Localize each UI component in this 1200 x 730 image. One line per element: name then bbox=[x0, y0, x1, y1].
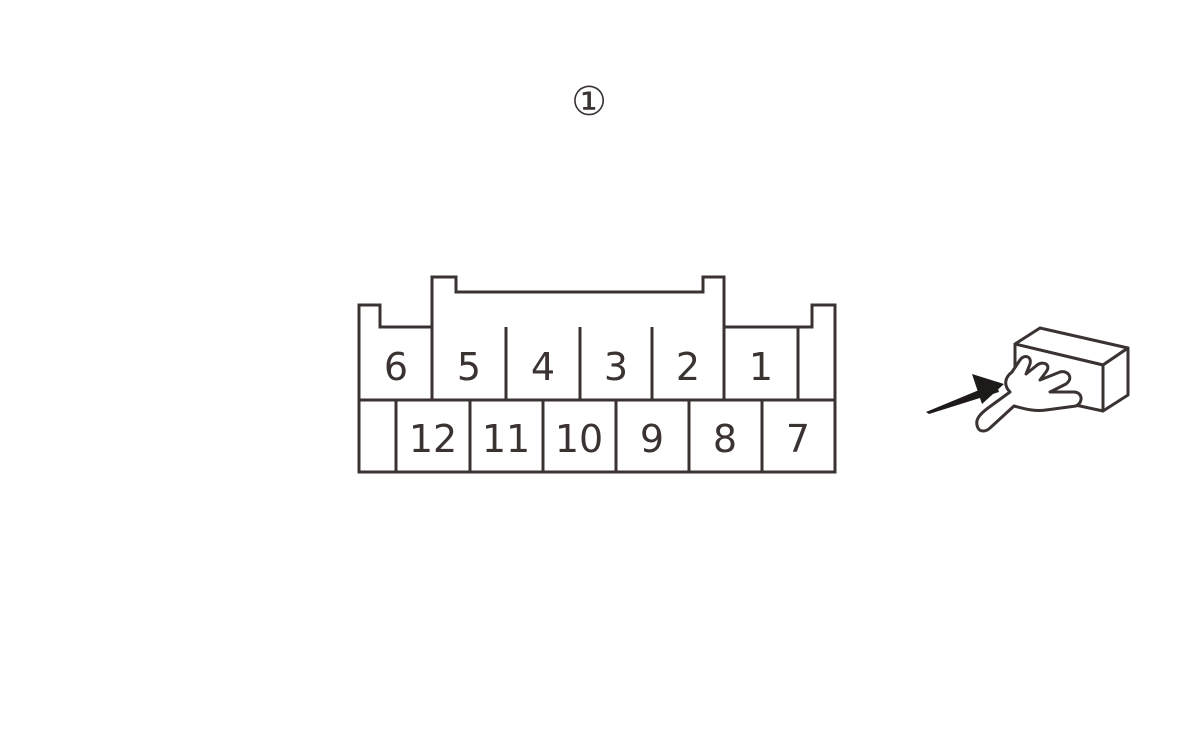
callout-number: ① bbox=[571, 79, 607, 125]
pin-label: 11 bbox=[482, 417, 530, 461]
pin-label: 4 bbox=[531, 345, 555, 389]
pin-label: 1 bbox=[749, 345, 773, 389]
connector-housing bbox=[357, 275, 837, 474]
hand-connector-icon bbox=[975, 326, 1130, 433]
pin-label: 8 bbox=[713, 417, 737, 461]
pin-labels: 6 5 4 3 2 1 12 11 10 9 8 7 bbox=[384, 345, 810, 461]
pin-label: 7 bbox=[786, 417, 810, 461]
pin-label: 9 bbox=[640, 417, 664, 461]
pin-label: 10 bbox=[555, 417, 603, 461]
pin-label: 3 bbox=[604, 345, 628, 389]
pin-label: 12 bbox=[409, 417, 457, 461]
arrow-icon bbox=[926, 374, 1004, 414]
pin-label: 2 bbox=[676, 345, 700, 389]
pin-label: 6 bbox=[384, 345, 408, 389]
pin-label: 5 bbox=[457, 345, 481, 389]
